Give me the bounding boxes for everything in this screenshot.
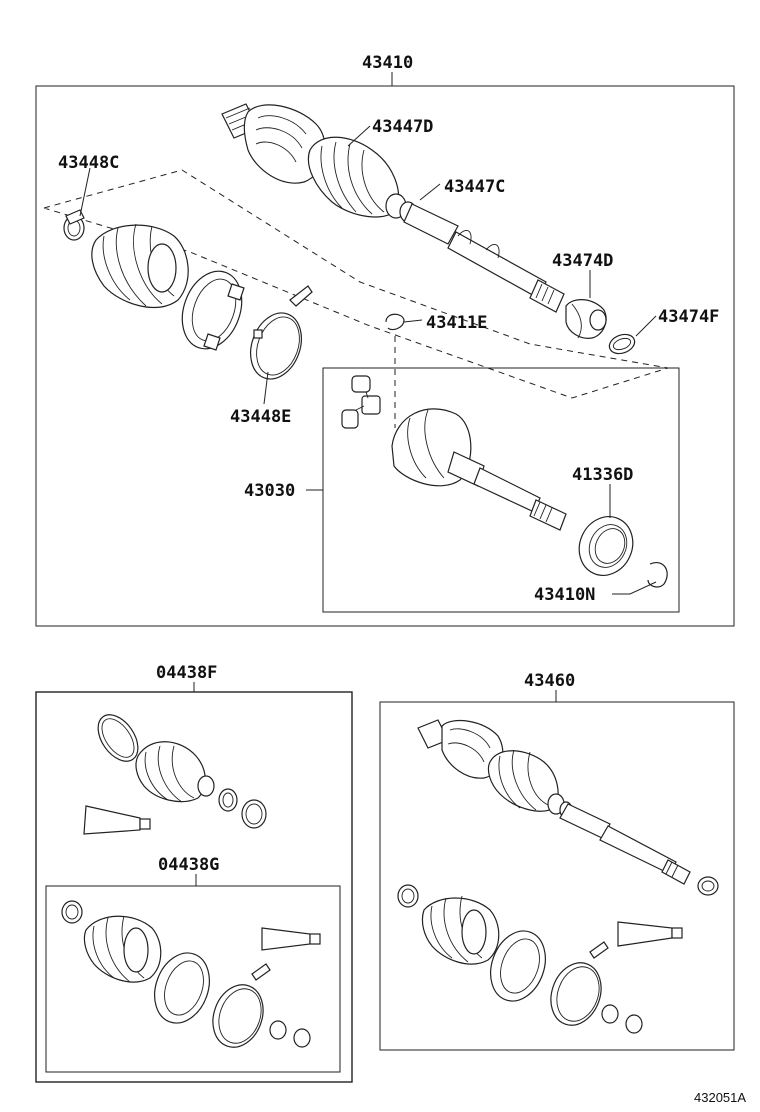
damper-43474D [565, 299, 607, 339]
label-43410: 43410 [362, 53, 413, 73]
leader-43447C [419, 183, 441, 201]
boot-kit-top [91, 223, 189, 309]
snap-ring-43410N [647, 562, 668, 588]
label-04438G: 04438G [158, 855, 219, 875]
frame-43410 [35, 85, 735, 627]
label-43447C: 43447C [444, 177, 505, 197]
label-43030: 43030 [244, 481, 295, 501]
label-43448E: 43448E [230, 407, 291, 427]
clamp-band-43448E [250, 285, 313, 380]
clamp-43448C [63, 209, 85, 241]
label-43411E: 43411E [426, 313, 487, 333]
inner-joint-housing-43030 [391, 408, 567, 531]
leader-43448E [263, 371, 269, 405]
leader-43474F [635, 315, 657, 337]
label-43447D: 43447D [372, 117, 433, 137]
frame-04438G [45, 885, 341, 1073]
kit-dashed-outline [43, 169, 669, 399]
tripod-43030 [341, 375, 381, 429]
label-04438F: 04438F [156, 663, 217, 683]
drive-shaft-43460 [397, 719, 719, 1034]
snap-ring-43411E [385, 313, 405, 331]
drive-shaft-43410 [221, 103, 565, 313]
leader-43447D [347, 125, 371, 147]
boot-ring-kit-top [181, 270, 245, 351]
label-43474F: 43474F [658, 307, 719, 327]
leader-43410N [612, 581, 657, 595]
ring-43474F-inner [612, 337, 632, 351]
bearing-41336D [578, 516, 634, 576]
frame-43460 [379, 701, 735, 1051]
label-43410N: 43410N [534, 585, 595, 605]
label-43460: 43460 [524, 671, 575, 691]
diagram-code: 432051A [694, 1090, 746, 1105]
ring-43474F [608, 333, 636, 355]
leader-43448C [79, 167, 91, 217]
frame-04438F [35, 691, 353, 1083]
leader-43411E [403, 319, 423, 323]
boot-kit-04438F-parts [83, 714, 267, 835]
label-43474D: 43474D [552, 251, 613, 271]
label-41336D: 41336D [572, 465, 633, 485]
label-43448C: 43448C [58, 153, 119, 173]
boot-kit-04438G-parts [61, 900, 321, 1048]
